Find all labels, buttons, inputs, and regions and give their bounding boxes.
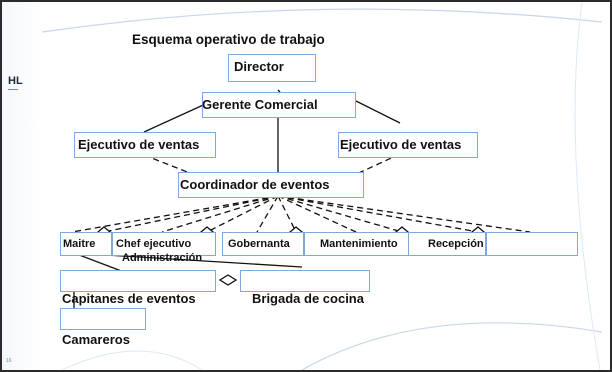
box-camareros [60, 308, 146, 330]
swirl-bottom-right [301, 322, 603, 370]
coord-recepcion-line [277, 195, 403, 233]
label-gerente: Gerente Comercial [202, 97, 318, 112]
coord-maitre-line [71, 195, 279, 233]
maitre-capitanes-line [73, 252, 125, 273]
logo: HL [8, 75, 23, 98]
diamond-capitanes-brigada [218, 274, 238, 286]
box-ejecutivo-right [338, 132, 478, 158]
label-gobernanta: Gobernanta [228, 238, 290, 250]
label-administracion: Administración [122, 252, 203, 264]
gerente-ejecutivo-right-line [355, 100, 401, 124]
coord-maitre2-line [103, 195, 279, 233]
slide-title: Esquema operativo de trabajo [132, 32, 325, 47]
label-capitanes: Capitanes de eventos [62, 291, 196, 306]
director-gerente-line [277, 89, 281, 93]
box-recepcion [408, 232, 486, 256]
label-brigada: Brigada de cocina [252, 291, 364, 306]
label-ejecutivo-right: Ejecutivo de ventas [340, 137, 462, 152]
box-chef [112, 232, 216, 256]
box-maitre [60, 232, 112, 256]
label-ejecutivo-left: Ejecutivo de ventas [78, 137, 200, 152]
box-gerente [202, 92, 356, 118]
label-maitre: Maitre [63, 238, 96, 250]
box-brigada [240, 270, 370, 292]
label-mantenimiento: Mantenimiento [320, 238, 398, 250]
label-camareros: Camareros [62, 332, 130, 347]
label-chef: Chef ejecutivo [116, 238, 192, 250]
page-number: 16 [6, 358, 12, 364]
coord-extra-line [277, 195, 531, 233]
coord-gobernanta-line [256, 195, 279, 233]
logo-bar [8, 89, 18, 90]
slide-sidebar [2, 2, 42, 370]
box-mantenimiento [304, 232, 418, 256]
label-coordinador: Coordinador de eventos [180, 177, 330, 192]
label-director: Director [234, 59, 284, 74]
box-ejecutivo-left [74, 132, 216, 158]
coord-recepcion2-line [277, 195, 479, 233]
swirl-right [574, 2, 601, 370]
box-capitanes [60, 270, 216, 292]
label-recepcion: Recepción [428, 238, 484, 250]
coord-mantenimiento-line [277, 195, 357, 233]
logo-text: HL [8, 75, 23, 87]
coord-admin-line [206, 195, 279, 233]
box-coordinador [178, 172, 364, 198]
swirl-top [41, 8, 603, 33]
box-empty [486, 232, 578, 256]
coord-chef-line [161, 195, 279, 233]
gerente-ejecutivo-left-line [143, 100, 213, 133]
swirl-bottom-left [61, 350, 203, 370]
coord-gob2-line [277, 195, 297, 233]
box-director [228, 54, 316, 82]
box-gobernanta [222, 232, 304, 256]
